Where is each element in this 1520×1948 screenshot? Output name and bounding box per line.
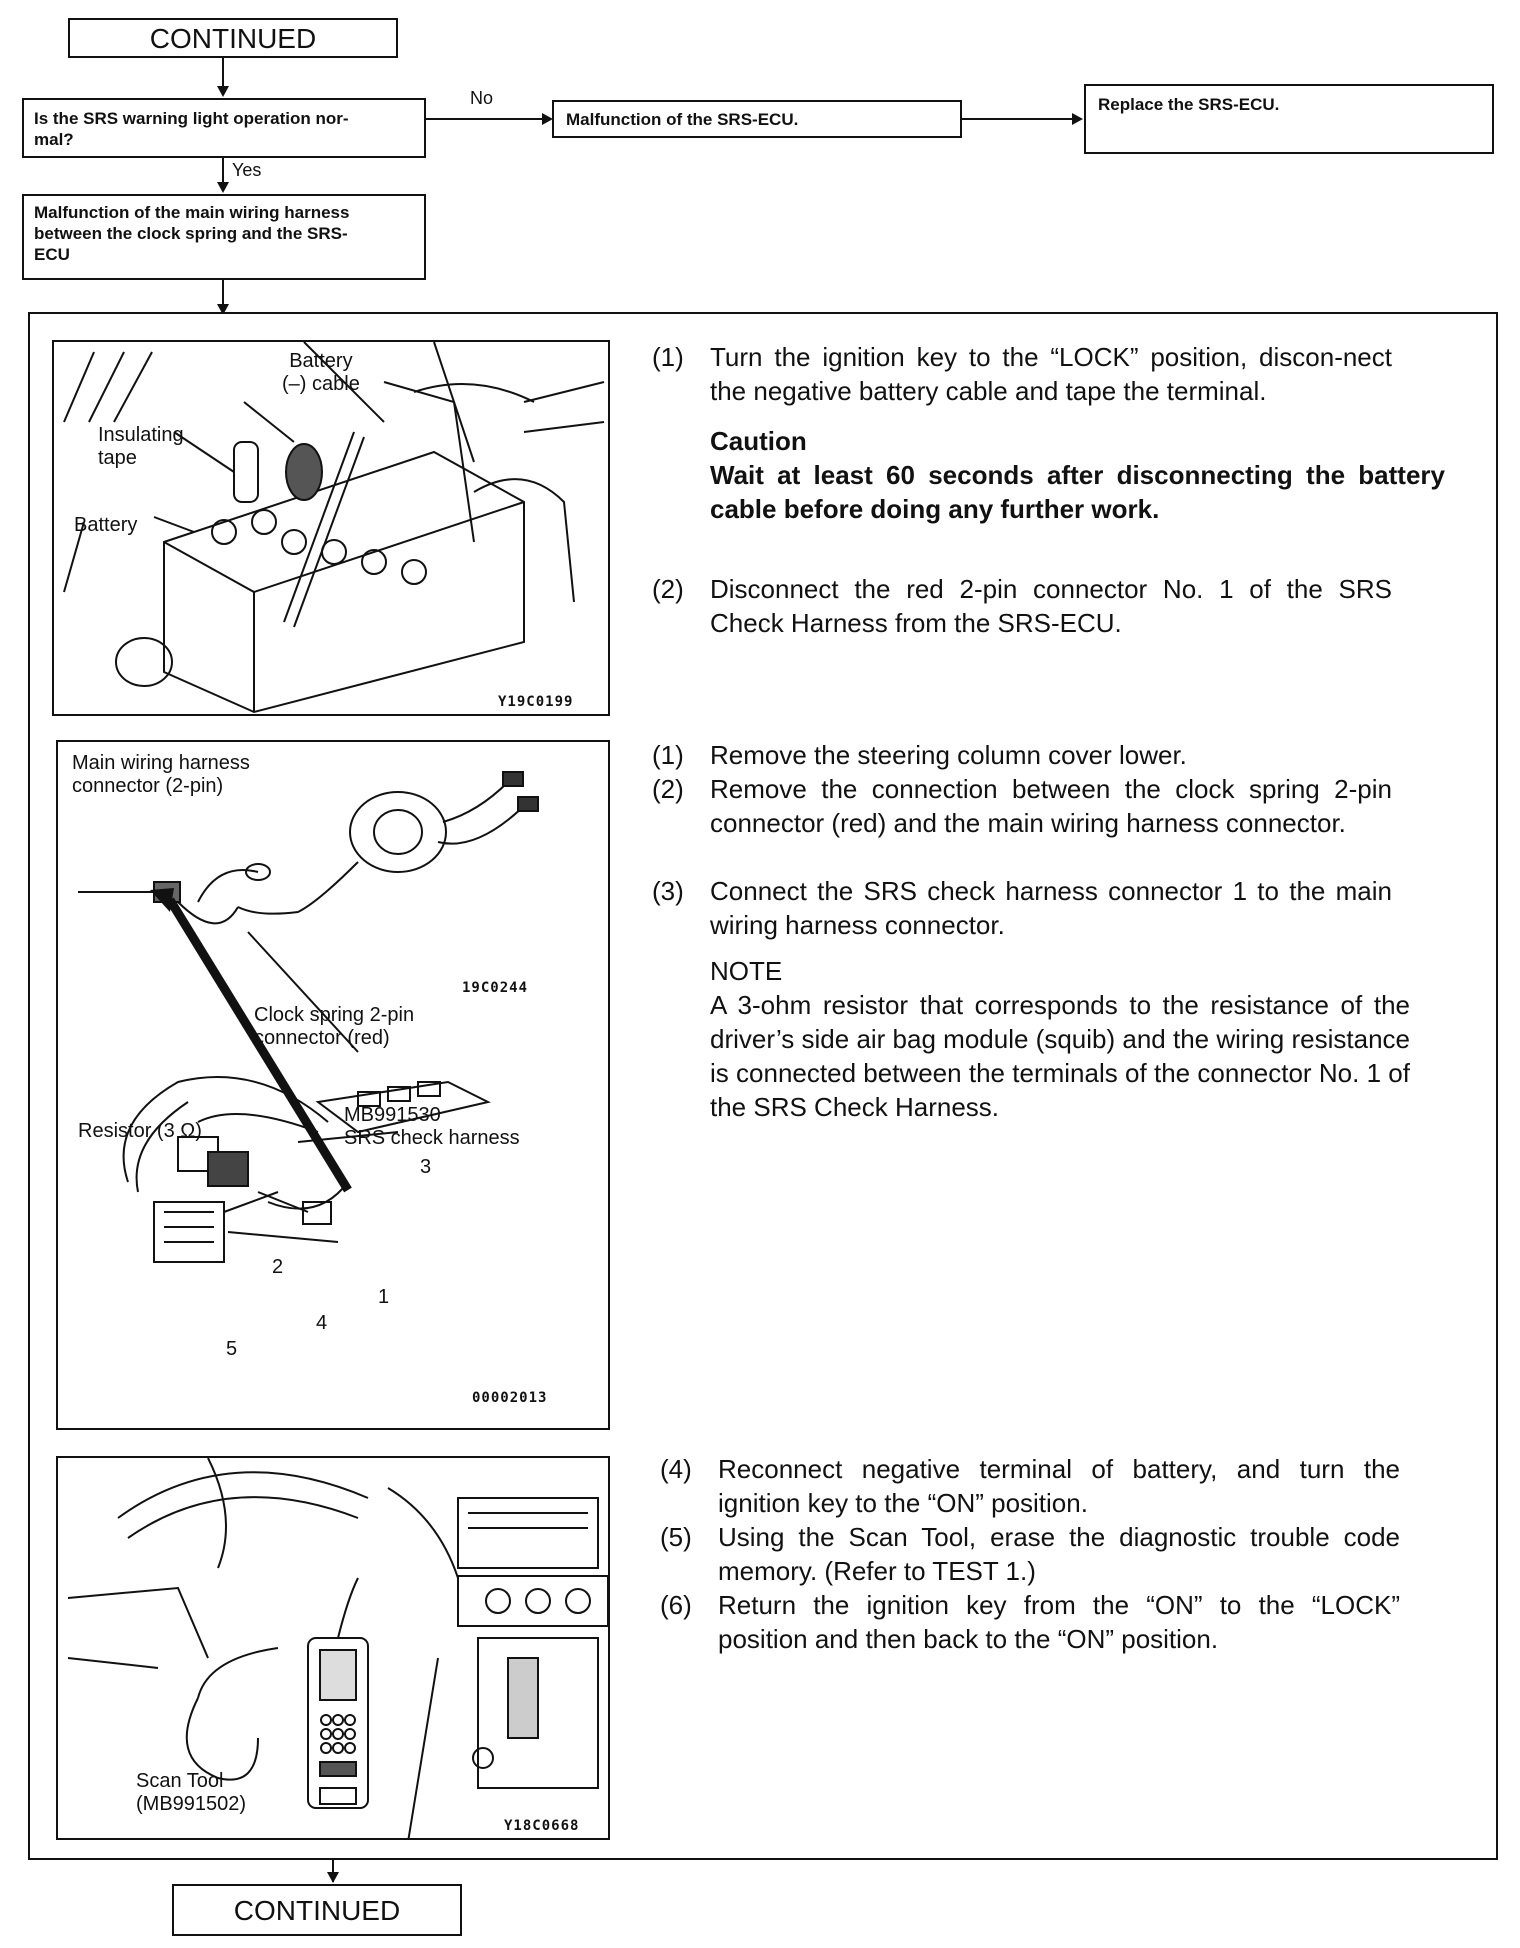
step-5-erase-codes: (5) Using the Scan Tool, erase the diagn… (660, 1520, 1400, 1588)
step-1-remove-cover: (1) Remove the steering column cover low… (652, 738, 1392, 772)
flow-connector (222, 158, 224, 188)
label-clock-spring: Clock spring 2-pin connector (red) (254, 1004, 415, 1049)
label-battery: Battery (74, 514, 138, 536)
step-1-lock-position: (1) Turn the ignition key to the “LOCK” … (652, 340, 1392, 408)
label-scan-tool: Scan Tool (MB991502) (136, 1770, 247, 1815)
connector-number-3: 3 (420, 1156, 432, 1178)
flow-arrow (217, 86, 229, 97)
figure-code: Y19C0199 (498, 694, 574, 710)
flow-arrow (1072, 113, 1083, 125)
continued-box-bottom: CONTINUED (172, 1884, 462, 1936)
step-4-reconnect-battery: (4) Reconnect negative terminal of batte… (660, 1452, 1400, 1520)
step-text: Turn the ignition key to the “LOCK” posi… (710, 342, 1392, 406)
continued-box-top: CONTINUED (68, 18, 398, 58)
step-number: (3) (652, 876, 684, 906)
label-main-connector: Main wiring harness connector (2-pin) (72, 752, 250, 797)
scan-tool-figure: Scan Tool (MB991502) Y18C0668 (56, 1456, 610, 1840)
step-number: (5) (660, 1522, 692, 1552)
step-number: (6) (660, 1590, 692, 1620)
scan-tool-illustration (67, 1458, 608, 1838)
continued-title-bottom: CONTINUED (233, 1895, 401, 1926)
yes-label: Yes (232, 160, 262, 180)
flow-connector (222, 58, 224, 88)
replace-ecu-text: Replace the SRS-ECU. (1098, 95, 1280, 114)
step-number: (1) (652, 740, 684, 770)
figure-code-bottom: 00002013 (472, 1390, 548, 1406)
connector-number-4: 4 (316, 1312, 328, 1334)
flow-connector (426, 118, 544, 120)
step-2-disconnect-connector: (2) Disconnect the red 2-pin connector N… (652, 572, 1392, 640)
check-harness-figure: Main wiring harness connector (2-pin) 19… (56, 740, 610, 1430)
flow-connector (332, 1860, 334, 1882)
step-2-remove-connection: (2) Remove the connection between the cl… (652, 772, 1392, 840)
question-text: Is the SRS warning light operation nor- … (34, 109, 349, 149)
figure-code: Y18C0668 (504, 1818, 580, 1834)
label-check-harness: MB991530 SRS check harness (344, 1104, 520, 1149)
step-text: Disconnect the red 2-pin connector No. 1… (710, 574, 1392, 638)
replace-ecu-box: Replace the SRS-ECU. (1084, 84, 1494, 154)
note-heading: NOTE (710, 956, 783, 986)
check-harness-illustration (78, 771, 539, 1263)
label-insulating-tape: Insulating tape (98, 424, 184, 469)
step-text: Remove the steering column cover lower. (710, 740, 1187, 770)
step-3-connect-harness: (3) Connect the SRS check harness connec… (652, 874, 1392, 942)
battery-illustration (63, 342, 605, 714)
step-text: Remove the connection between the clock … (710, 774, 1392, 838)
caution-heading: Caution (710, 426, 807, 456)
step-number: (2) (652, 574, 684, 604)
note-text: A 3-ohm resistor that corresponds to the… (710, 990, 1410, 1122)
step-text: Return the ignition key from the “ON” to… (718, 1590, 1400, 1654)
connector-number-1: 1 (378, 1286, 390, 1308)
caution-text: Wait at least 60 seconds after disconnec… (710, 460, 1445, 524)
label-resistor: Resistor (3 Ω) (78, 1120, 202, 1142)
step-text: Connect the SRS check harness connector … (710, 876, 1392, 940)
flow-arrow (217, 182, 229, 193)
step-number: (4) (660, 1454, 692, 1484)
step-6-cycle-ignition: (6) Return the ignition key from the “ON… (660, 1588, 1400, 1656)
step-text: Reconnect negative terminal of battery, … (718, 1454, 1400, 1518)
flow-arrow (542, 113, 553, 125)
flow-connector (222, 280, 224, 308)
connector-number-2: 2 (272, 1256, 284, 1278)
step-number: (2) (652, 774, 684, 804)
flow-arrow (217, 304, 229, 315)
harness-malfunction-text: Malfunction of the main wiring harness b… (34, 203, 350, 264)
question-box: Is the SRS warning light operation nor- … (22, 98, 426, 158)
continued-title-top: CONTINUED (149, 23, 317, 54)
connector-number-5: 5 (226, 1338, 238, 1360)
malfunction-ecu-text: Malfunction of the SRS-ECU. (566, 110, 799, 129)
harness-malfunction-box: Malfunction of the main wiring harness b… (22, 194, 426, 280)
malfunction-ecu-box: Malfunction of the SRS-ECU. (552, 100, 962, 138)
no-label: No (470, 88, 494, 108)
step-text: Using the Scan Tool, erase the diagnosti… (718, 1522, 1400, 1586)
step-number: (1) (652, 342, 684, 372)
battery-figure: Battery (–) cable Insulating tape Batter… (52, 340, 610, 716)
flow-arrow (327, 1872, 339, 1883)
label-battery-cable: Battery (–) cable (282, 350, 360, 395)
figure-code-top: 19C0244 (462, 980, 529, 996)
flow-connector (962, 118, 1074, 120)
